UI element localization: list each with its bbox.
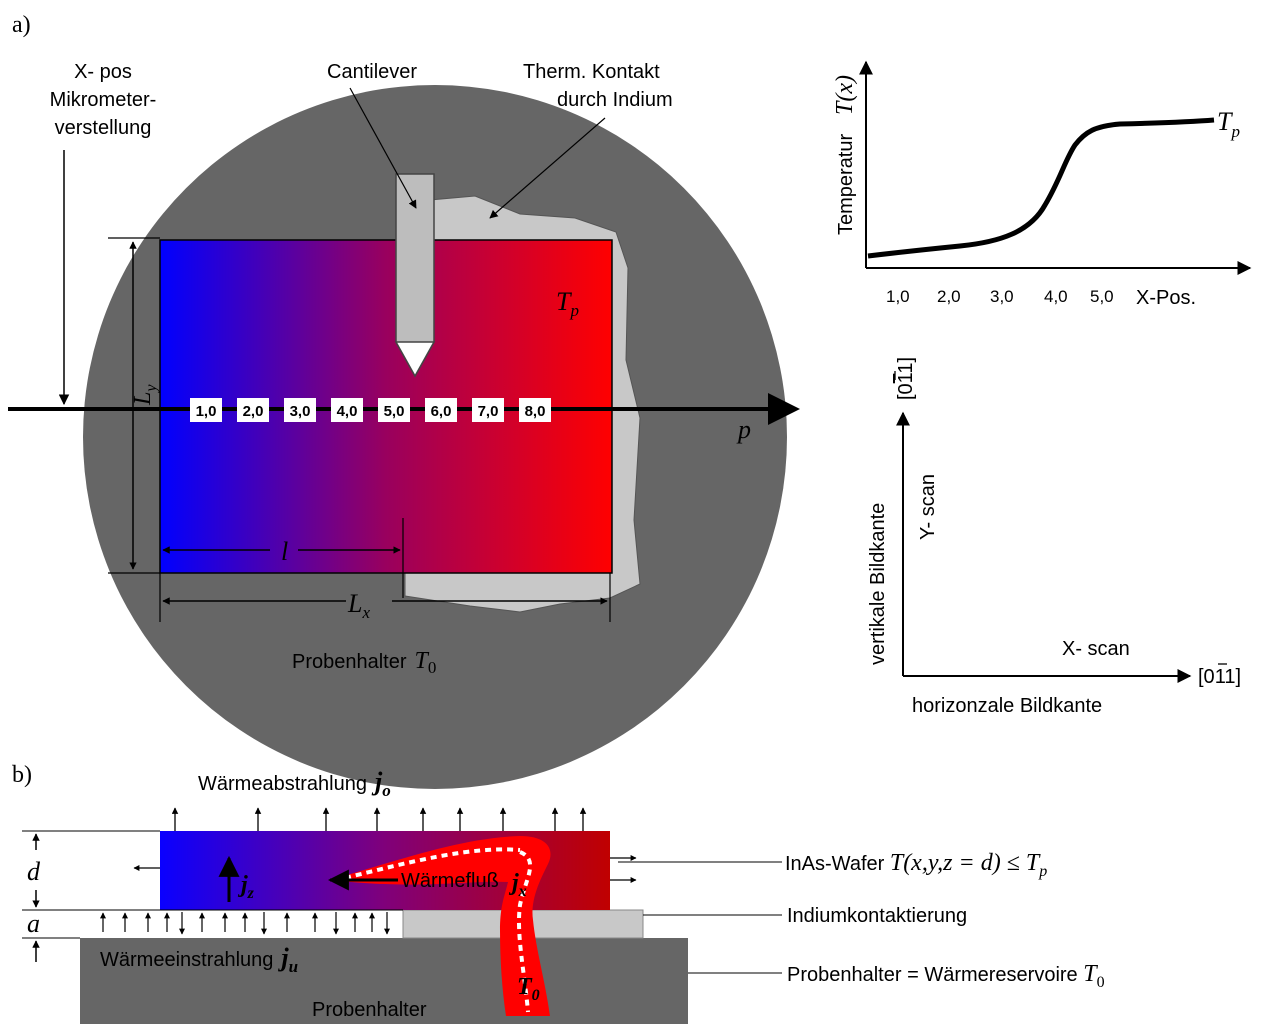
temp-tick-1: 1,0 [886,287,910,306]
jz-label: jz [237,872,255,902]
ly-label: Ly [130,384,160,406]
contact-pointer-arrow [489,117,606,219]
x-scan-label: X- scan [1062,638,1130,660]
position-marker-label: 1,0 [196,403,217,420]
panel-b-label: b) [12,762,32,788]
temp-x-label: X-Pos. [1136,287,1196,309]
position-marker-label: 4,0 [337,403,358,420]
position-marker-box [237,398,269,422]
p-label: p [736,415,751,444]
jx-label: jx [508,870,527,900]
radiation-in-arrows [100,912,390,935]
holder-block [80,938,688,1024]
temp-y-symbol: T(x) [832,75,858,115]
temp-tp-label: Tp [1217,107,1240,141]
svg-text:durch Indium: durch Indium [557,89,673,111]
temp-y-label: Temperatur [835,134,857,235]
temperature-chart: Temperatur T(x) Tp 1,0 2,0 3,0 4,0 5,0 X… [832,60,1252,309]
position-marker-label: 8,0 [525,403,546,420]
position-marker-label: 7,0 [478,403,499,420]
svg-text:verstellung: verstellung [55,117,152,139]
holder-block-label: Probenhalter [312,999,427,1021]
temp-tick-2: 2,0 [937,287,961,306]
cantilever-label: Cantilever [327,61,417,83]
x-direction-label: [011] [1198,663,1241,688]
indium-label: Indiumkontaktierung [787,905,967,927]
svg-text:[011]: [011] [1198,666,1241,688]
wafer-label: InAs-Wafer T(x,y,z = d) ≤ Tp [785,850,1047,880]
wafer-tp-label: Tp [556,287,579,320]
position-marker-box [284,398,316,422]
y-scan-label: Y- scan [917,474,939,540]
radiation-out-arrows [171,807,587,831]
a-label: a [27,909,40,938]
svg-text:Therm. Kontakt: Therm. Kontakt [523,61,660,83]
position-marker-label: 6,0 [431,403,452,420]
cantilever-pointer-arrow [349,87,417,209]
position-marker-box [331,398,363,422]
heatflow-label: Wärmefluß [401,870,499,892]
t0-path-label: T0 [517,974,540,1004]
lx-label: Lx [347,589,370,622]
position-marker-box [425,398,457,422]
svg-text:Mikrometer-: Mikrometer- [50,89,157,111]
vertical-edge-label: vertikale Bildkante [867,503,889,665]
temp-tick-4: 4,0 [1044,287,1068,306]
position-marker-label: 3,0 [290,403,311,420]
xpos-label: X- pos Mikrometer- verstellung [50,61,157,139]
position-marker-label: 2,0 [243,403,264,420]
thermal-contact-label: Therm. Kontakt durch Indium [523,61,673,111]
svg-text:[011]: [011] [895,357,917,400]
position-marker-label: 5,0 [384,403,405,420]
temperature-curve [867,117,1215,259]
horizontal-edge-label: horizonzale Bildkante [912,695,1102,717]
position-marker-box [519,398,551,422]
l-label: l [281,537,288,566]
temp-tick-5: 5,0 [1090,287,1114,306]
d-label: d [27,857,41,886]
y-direction-label: [011] [894,357,917,400]
panel-a-label: a) [12,12,31,38]
position-marker-box [378,398,410,422]
position-markers: 1,0 2,0 3,0 4,0 5,0 6,0 7,0 8,0 [190,398,551,422]
scan-axis-arrowhead [768,393,800,425]
position-marker-box [472,398,504,422]
position-marker-box [190,398,222,422]
scan-direction-axes: [011] Y- scan vertikale Bildkante X- sca… [867,357,1241,717]
temp-tick-3: 3,0 [990,287,1014,306]
svg-text:X- pos: X- pos [74,61,132,83]
reservoir-label: Probenhalter = Wärmereservoire T0 [787,961,1105,991]
